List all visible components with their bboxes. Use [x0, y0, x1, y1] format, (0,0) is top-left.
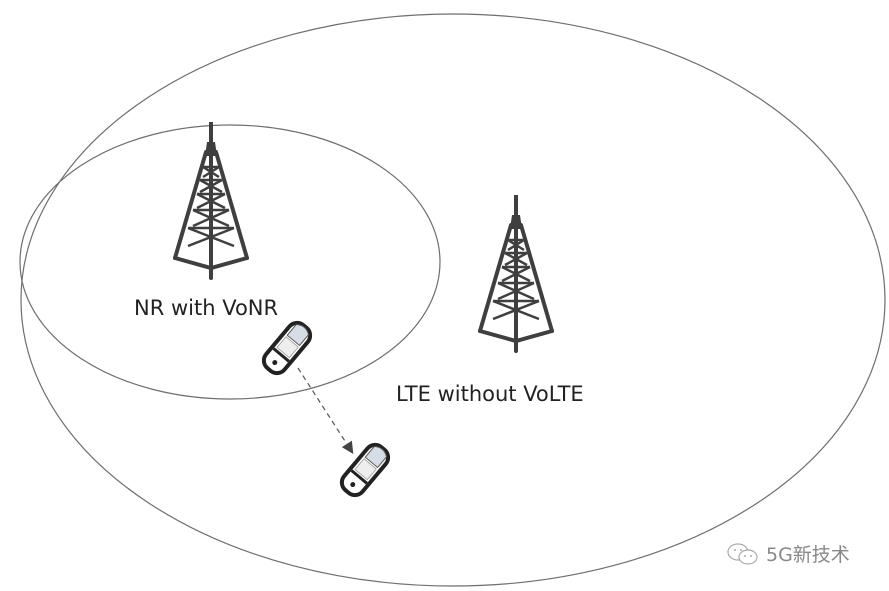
lte-cell-label: LTE without VoLTE	[396, 382, 584, 406]
handover-arrow	[297, 367, 354, 455]
lte-coverage-ellipse	[20, 13, 886, 587]
watermark-text: 5G新技术	[766, 544, 850, 566]
nr-cell-label: NR with VoNR	[134, 296, 279, 320]
nr-tower-icon	[173, 120, 249, 280]
phone-icon-lte	[335, 438, 395, 502]
nr-coverage-ellipse	[19, 124, 441, 400]
watermark: 5G新技术	[726, 540, 850, 567]
wechat-icon	[727, 542, 758, 565]
phone-icon-nr	[257, 316, 317, 380]
lte-tower-icon	[478, 193, 554, 353]
